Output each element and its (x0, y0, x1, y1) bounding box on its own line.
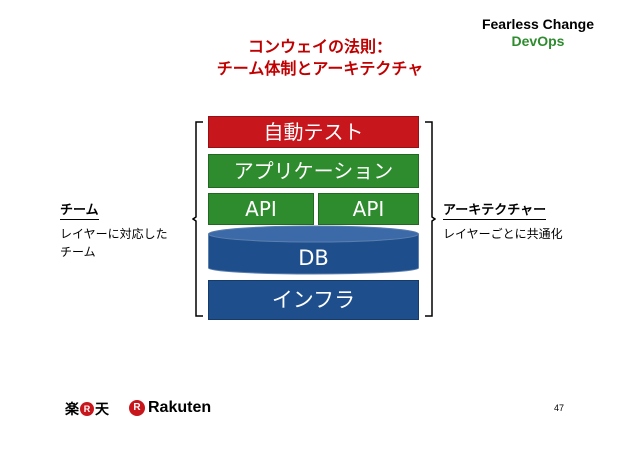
database-cylinder: DB (208, 225, 419, 275)
architecture-description-line1: レイヤーごとに共通化 (443, 227, 563, 241)
api-left-label: API (245, 197, 277, 221)
rakuten-r-circle-icon: R (129, 400, 145, 416)
brand-line1: Fearless Change (481, 16, 595, 32)
architecture-heading: アーキテクチャー (443, 203, 547, 220)
brand-logo: Fearless Change DevOps (478, 16, 598, 50)
page-number: 47 (554, 403, 565, 413)
slide-title: コンウェイの法則： チーム体制とアーキテクチャ (170, 36, 470, 80)
infrastructure-label: インフラ (271, 288, 356, 312)
right-bracket (425, 121, 436, 317)
database-cylinder-shape (208, 225, 419, 275)
rakuten-jp-logo: 楽 R 天 (65, 399, 109, 419)
application-layer: アプリケーション (208, 154, 419, 188)
api-right-label: API (352, 197, 385, 221)
database-label: DB (298, 246, 329, 270)
architecture-description: レイヤーごとに共通化 (443, 225, 603, 243)
api-block-left: API (208, 193, 314, 225)
team-description: レイヤーに対応した チーム (60, 225, 190, 261)
slide-title-line2: チーム体制とアーキテクチャ (216, 59, 424, 78)
slide-title-line1: コンウェイの法則： (247, 37, 392, 56)
automated-test-label: 自動テスト (263, 120, 364, 144)
team-description-line2: チーム (60, 245, 96, 259)
logo-jp-pre: 楽 (65, 401, 79, 417)
rakuten-en-logo: R Rakuten (128, 399, 211, 417)
brand-line2: DevOps (511, 33, 565, 49)
rakuten-r-mark-icon: R (80, 402, 94, 416)
infrastructure-layer: インフラ (208, 280, 419, 320)
team-description-line1: レイヤーに対応した (60, 227, 168, 241)
team-heading: チーム (60, 203, 99, 220)
logo-en-text: Rakuten (148, 399, 212, 416)
application-label: アプリケーション (233, 159, 394, 183)
left-bracket (192, 121, 203, 317)
api-block-right: API (318, 193, 419, 225)
logo-jp-post: 天 (95, 401, 109, 417)
automated-test-layer: 自動テスト (208, 116, 419, 148)
